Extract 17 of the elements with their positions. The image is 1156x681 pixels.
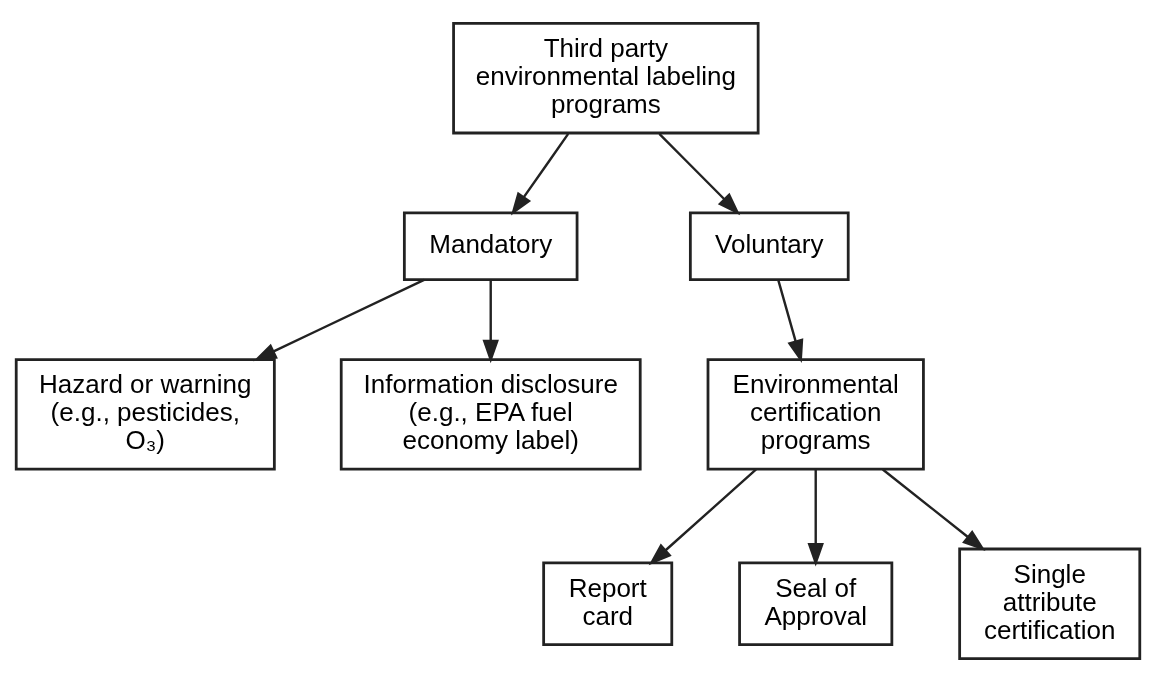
node-box: Hazard or warning (e.g., pesticides, O₃) xyxy=(14,357,276,471)
arrow xyxy=(807,468,824,566)
node-box: Voluntary xyxy=(688,210,850,281)
arrow xyxy=(658,132,741,215)
node-box: Report card xyxy=(542,561,674,646)
node-box: Mandatory xyxy=(402,210,579,281)
node-box: Single attribute certification xyxy=(958,547,1142,660)
arrow xyxy=(253,278,425,361)
arrow xyxy=(777,279,804,363)
node-box: Information disclosure (e.g., EPA fuel economy label) xyxy=(339,357,642,471)
arrow xyxy=(482,279,499,363)
node-box: Third party environmental labeling programs xyxy=(452,21,760,134)
node-box: Seal of Approval xyxy=(738,561,894,646)
arrow xyxy=(648,468,757,565)
arrow xyxy=(510,132,570,216)
node-box: Environmental certification programs xyxy=(706,357,925,471)
arrow xyxy=(882,468,986,551)
